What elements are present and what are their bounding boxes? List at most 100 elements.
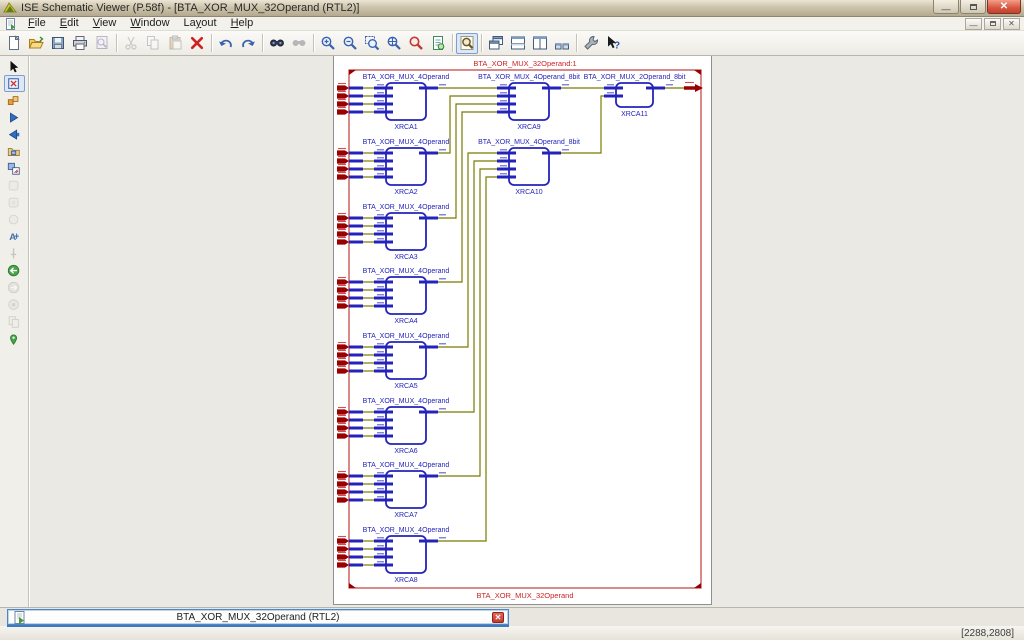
input-port-marker[interactable] <box>337 433 349 438</box>
cursor-coordinates: [2288,2808] <box>961 628 1014 639</box>
toolbar-separator <box>452 34 453 52</box>
wrench-icon[interactable] <box>580 33 602 54</box>
sheet-back-icon[interactable] <box>4 126 25 143</box>
new-doc-icon[interactable] <box>3 33 25 54</box>
blank-square-2-icon <box>4 194 25 211</box>
wire[interactable] <box>438 153 497 347</box>
schematic-canvas[interactable]: BTA_XOR_MUX_32Operand:1BTA_XOR_MUX_32Ope… <box>29 56 1024 607</box>
select-arrow-icon[interactable] <box>4 58 25 75</box>
block-type-label: BTA_XOR_MUX_4Operand <box>363 139 450 146</box>
arrange-icons-icon[interactable] <box>551 33 573 54</box>
input-port-marker[interactable] <box>337 93 349 98</box>
add-element-icon[interactable] <box>4 92 25 109</box>
zoom-out-icon[interactable] <box>339 33 361 54</box>
input-port-marker[interactable] <box>337 158 349 163</box>
menu-file[interactable]: File <box>21 17 53 30</box>
open-folder-icon[interactable] <box>25 33 47 54</box>
zoom-in-icon[interactable] <box>317 33 339 54</box>
close-button[interactable]: ✕ <box>987 0 1021 14</box>
minimize-button[interactable]: — <box>933 0 959 14</box>
input-port-marker[interactable] <box>337 409 349 414</box>
restore-button[interactable] <box>960 0 986 14</box>
tab-label: BTA_XOR_MUX_32Operand (RTL2) <box>8 612 508 623</box>
tab-close-icon[interactable]: ✕ <box>492 612 504 623</box>
nav-back-icon[interactable] <box>4 262 25 279</box>
input-port-marker[interactable] <box>337 223 349 228</box>
save-icon[interactable] <box>47 33 69 54</box>
view-doc-icon[interactable] <box>427 33 449 54</box>
sheet-forward-icon[interactable] <box>4 109 25 126</box>
input-port-marker[interactable] <box>337 546 349 551</box>
input-port-marker[interactable] <box>337 287 349 292</box>
input-port-marker[interactable] <box>337 417 349 422</box>
menu-window[interactable]: Window <box>123 17 176 30</box>
output-port-arrow[interactable] <box>695 84 703 92</box>
input-port-marker[interactable] <box>337 554 349 559</box>
menu-edit[interactable]: Edit <box>53 17 86 30</box>
child-close-button[interactable]: ✕ <box>1003 18 1020 30</box>
input-port-marker[interactable] <box>337 85 349 90</box>
input-port-marker[interactable] <box>337 166 349 171</box>
block-instance-label: XRCA9 <box>517 124 540 131</box>
block-type-label: BTA_XOR_MUX_4Operand_8bit <box>478 139 580 146</box>
zoom-window-icon[interactable] <box>361 33 383 54</box>
input-port-marker[interactable] <box>337 489 349 494</box>
menu-view[interactable]: View <box>86 17 124 30</box>
tile-horizontal-icon[interactable] <box>507 33 529 54</box>
block-instance-label: XRCA3 <box>394 254 417 261</box>
input-port-marker[interactable] <box>337 473 349 478</box>
redo-icon[interactable] <box>237 33 259 54</box>
input-port-marker[interactable] <box>337 239 349 244</box>
input-port-marker[interactable] <box>337 368 349 373</box>
boundary-corner <box>694 70 701 75</box>
input-port-marker[interactable] <box>337 497 349 502</box>
find-icon[interactable] <box>266 33 288 54</box>
pan-zoom-icon[interactable] <box>456 33 478 54</box>
input-port-marker[interactable] <box>337 538 349 543</box>
tile-vertical-icon[interactable] <box>529 33 551 54</box>
toolbar-separator <box>481 34 482 52</box>
toolbar-separator <box>211 34 212 52</box>
block-type-label: BTA_XOR_MUX_4Operand <box>363 527 450 534</box>
input-port-marker[interactable] <box>337 295 349 300</box>
input-port-marker[interactable] <box>337 360 349 365</box>
input-port-marker[interactable] <box>337 279 349 284</box>
document-tab[interactable]: BTA_XOR_MUX_32Operand (RTL2) ✕ <box>7 609 509 625</box>
zoom-fit-view-icon[interactable] <box>4 75 25 92</box>
input-port-marker[interactable] <box>337 303 349 308</box>
blank-square-1-icon <box>4 177 25 194</box>
input-port-marker[interactable] <box>337 174 349 179</box>
block-type-label: BTA_XOR_MUX_4Operand <box>363 204 450 211</box>
push-hierarchy-icon[interactable] <box>4 143 25 160</box>
blank-square-3-icon <box>4 211 25 228</box>
pop-hierarchy-icon[interactable] <box>4 160 25 177</box>
input-port-marker[interactable] <box>337 344 349 349</box>
child-restore-button[interactable] <box>984 18 1001 30</box>
marker-pin-icon[interactable] <box>4 330 25 347</box>
delete-icon[interactable] <box>186 33 208 54</box>
input-port-marker[interactable] <box>337 481 349 486</box>
menu-help[interactable]: Help <box>224 17 261 30</box>
input-port-marker[interactable] <box>337 215 349 220</box>
input-port-marker[interactable] <box>337 425 349 430</box>
schematic-sheet[interactable]: BTA_XOR_MUX_32Operand:1BTA_XOR_MUX_32Ope… <box>333 56 712 605</box>
child-minimize-button[interactable]: — <box>965 18 982 30</box>
input-port-marker[interactable] <box>337 109 349 114</box>
block-instance-label: XRCA8 <box>394 577 417 584</box>
input-port-marker[interactable] <box>337 562 349 567</box>
add-text-icon[interactable]: A <box>4 228 25 245</box>
print-icon[interactable] <box>69 33 91 54</box>
menu-layout[interactable]: Layout <box>177 17 224 30</box>
context-help-icon[interactable]: ? <box>602 33 624 54</box>
paste-icon <box>164 33 186 54</box>
input-port-marker[interactable] <box>337 150 349 155</box>
input-port-marker[interactable] <box>337 352 349 357</box>
input-port-marker[interactable] <box>337 101 349 106</box>
input-port-marker[interactable] <box>337 231 349 236</box>
undo-icon[interactable] <box>215 33 237 54</box>
cascade-windows-icon[interactable] <box>485 33 507 54</box>
zoom-selection-icon[interactable] <box>405 33 427 54</box>
block-type-label: BTA_XOR_MUX_4Operand <box>363 74 450 81</box>
block-type-label: BTA_XOR_MUX_4Operand <box>363 333 450 340</box>
zoom-full-icon[interactable] <box>383 33 405 54</box>
